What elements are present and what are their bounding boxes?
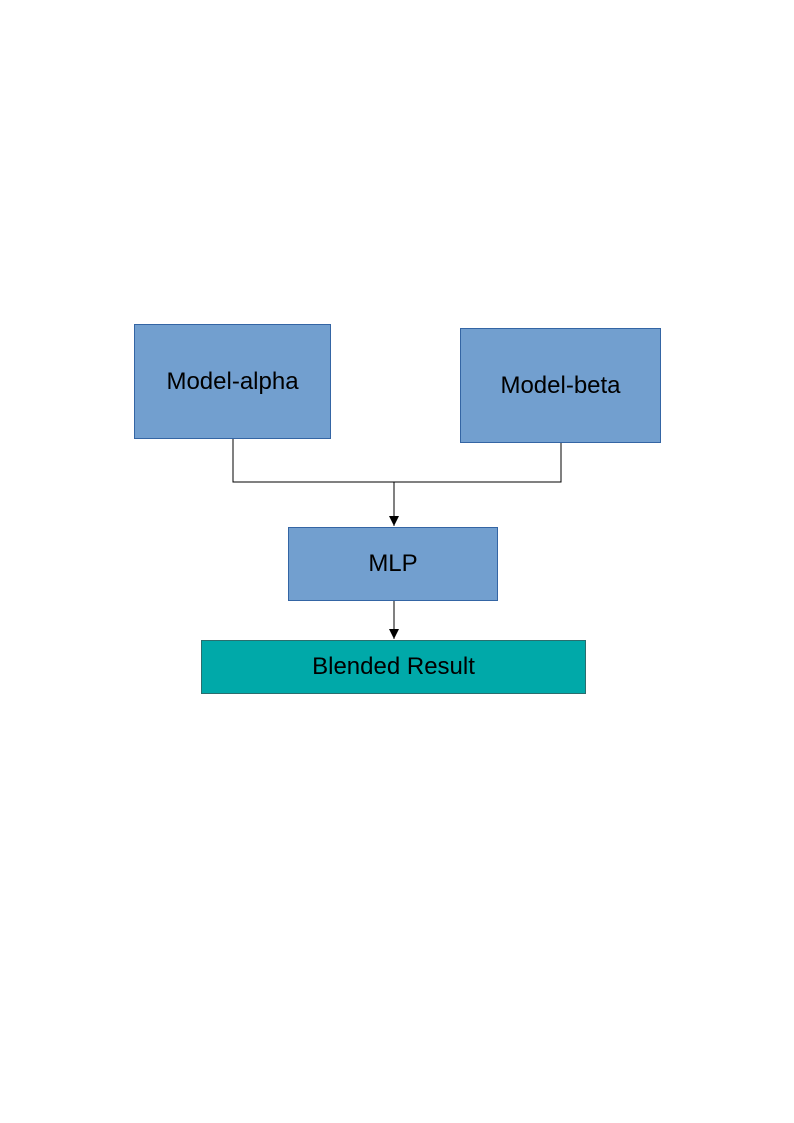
- blended-result-node: Blended Result: [201, 640, 586, 694]
- blended-result-label: Blended Result: [312, 653, 475, 680]
- connector-beta-to-junction: [394, 443, 562, 483]
- model-alpha-label: Model-alpha: [166, 367, 299, 395]
- mlp-label: MLP: [368, 550, 418, 577]
- model-beta-node: Model-beta: [460, 328, 661, 443]
- mlp-node: MLP: [288, 527, 498, 601]
- model-beta-label: Model-beta: [500, 371, 621, 399]
- model-alpha-node: Model-alpha: [134, 324, 331, 439]
- connector-alpha-to-junction: [232, 439, 394, 483]
